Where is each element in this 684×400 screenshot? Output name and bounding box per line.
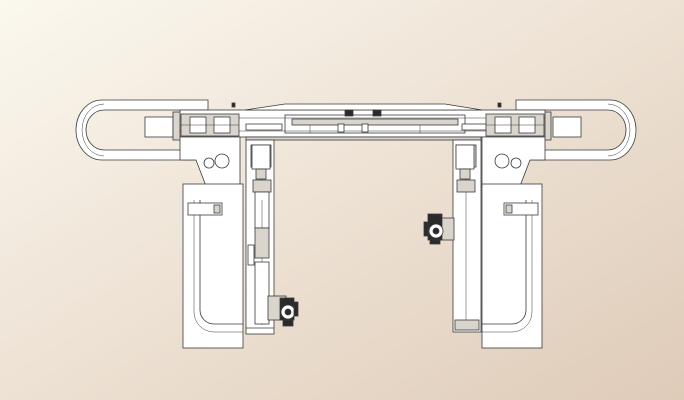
right-gripper	[423, 213, 455, 245]
left-servo-motor	[251, 144, 271, 180]
left-vertical-carriage	[245, 139, 275, 335]
left-side-frame	[179, 136, 244, 349]
right-servo-motor	[455, 144, 475, 180]
right-side-frame	[481, 136, 546, 349]
left-gripper	[267, 295, 299, 327]
top-crossbeam	[179, 102, 546, 141]
